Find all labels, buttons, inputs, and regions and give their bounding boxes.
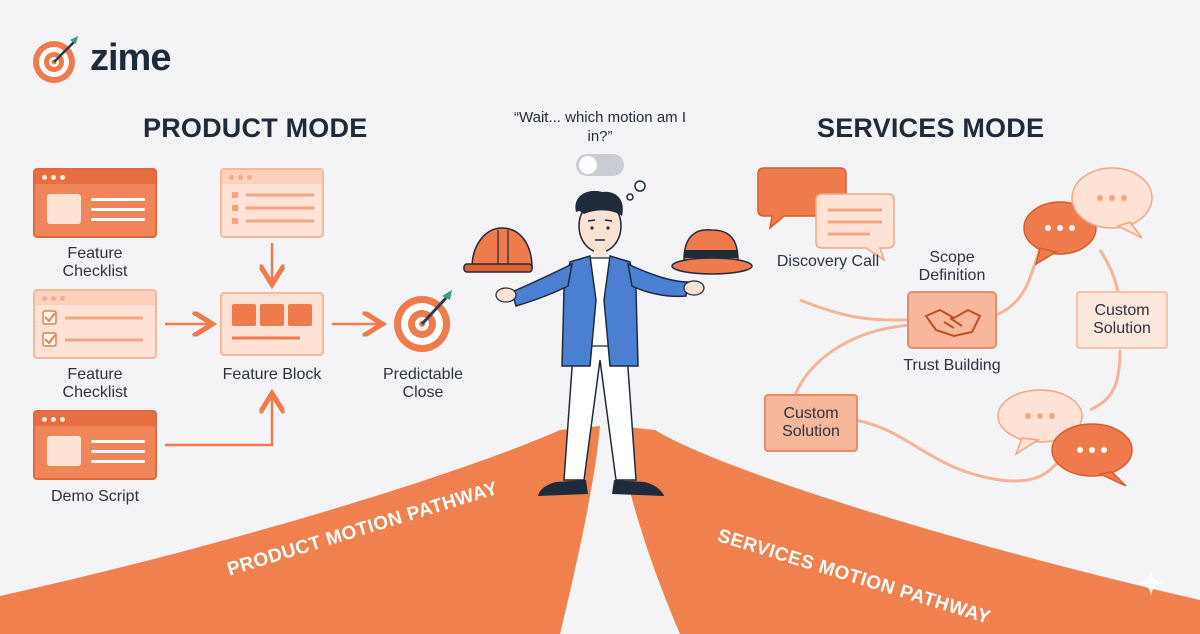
chat-bubbles-top-icon (1023, 167, 1153, 266)
discovery-chat-icon (757, 167, 895, 262)
hard-hat-icon (463, 227, 533, 273)
feature-checklist-label-2: Feature Checklist (62, 366, 128, 401)
brand-logo[interactable]: zime (30, 34, 171, 86)
feature-block-label: Feature Block (222, 366, 322, 383)
feature-checklist-window-2 (33, 289, 157, 359)
feature-checklist-label-1: Feature Checklist (62, 245, 128, 280)
blocks-icon (232, 304, 312, 340)
demo-script-label: Demo Script (50, 488, 140, 505)
mode-toggle[interactable] (576, 154, 624, 176)
chat-bubbles-bottom-icon (997, 389, 1133, 487)
handshake-icon (907, 291, 997, 349)
services-mode-title: SERVICES MODE (817, 113, 1045, 143)
scope-definition-label: Scope Definition (918, 249, 986, 284)
product-motion-pathway (0, 426, 600, 634)
trust-building-label: Trust Building (903, 357, 1001, 374)
discovery-call-label: Discovery Call (776, 253, 880, 270)
target-arrow-icon (33, 36, 78, 83)
custom-solution-box-right: Custom Solution (1076, 291, 1168, 349)
fedora-hat-icon (671, 228, 753, 275)
list-icon (232, 192, 314, 224)
predictable-close-label: Predictable Close (382, 366, 464, 401)
thought-quote: “Wait... which motion am I in?” (514, 109, 686, 145)
services-motion-pathway (618, 426, 1200, 634)
custom-solution-box-left: Custom Solution (764, 394, 858, 452)
target-icon (394, 290, 452, 352)
sparkle-icon (1138, 570, 1164, 596)
demo-script-window (33, 410, 157, 480)
feature-checklist-window-1 (33, 168, 157, 238)
services-flow (757, 167, 1153, 487)
arrow-up (165, 396, 272, 447)
checklist-icon (42, 310, 143, 347)
person-illustration (463, 154, 753, 496)
feature-block-window (220, 292, 324, 356)
product-mode-title: PRODUCT MODE (143, 113, 368, 143)
brand-name: zime (90, 36, 171, 79)
feature-list-window (220, 168, 324, 238)
product-arrows (165, 243, 600, 447)
